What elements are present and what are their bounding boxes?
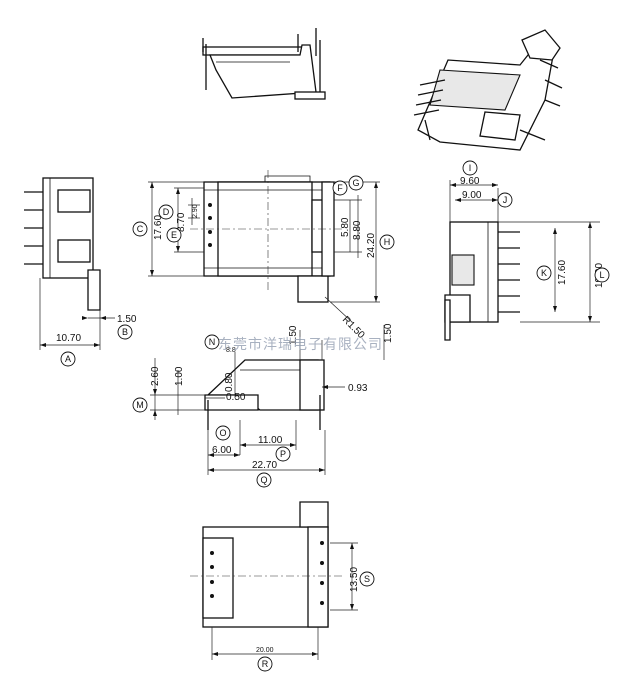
svg-text:J: J: [503, 195, 508, 205]
svg-text:P: P: [280, 449, 286, 459]
dim-8-70: 8.70: [176, 212, 187, 232]
svg-text:I: I: [469, 163, 472, 173]
svg-text:L: L: [599, 270, 604, 280]
balloon-j: J: [497, 192, 513, 208]
balloon-k: K: [536, 265, 552, 281]
dim-20-00: 20.00: [256, 647, 274, 654]
dim-22-70: 22.70: [252, 460, 277, 471]
svg-text:C: C: [137, 224, 144, 234]
dim-2-60: 2.60: [150, 366, 161, 386]
dim-5-80: 5.80: [340, 217, 351, 237]
balloon-f: F: [332, 180, 348, 196]
balloon-r: R: [257, 656, 273, 672]
balloon-e: E: [166, 227, 182, 243]
dim-1-00: 1.00: [174, 366, 185, 386]
dim-8-80: 8.80: [352, 220, 363, 240]
svg-text:N: N: [209, 337, 216, 347]
svg-text:S: S: [364, 574, 370, 584]
dim-1-50-left: 1.50: [117, 314, 137, 325]
balloon-p: P: [275, 446, 291, 462]
svg-text:O: O: [219, 428, 226, 438]
svg-text:H: H: [384, 237, 391, 247]
balloon-g: G: [348, 175, 364, 191]
dim-24-20: 24.20: [366, 233, 377, 258]
dim-13-50: 13.50: [349, 567, 360, 592]
dim-9-60: 9.60: [460, 176, 480, 187]
isometric-view: [413, 29, 563, 151]
dim-17-60-side: 17.60: [557, 260, 568, 285]
svg-text:G: G: [352, 178, 359, 188]
end-view-left: [24, 177, 115, 350]
balloon-h: H: [379, 234, 395, 250]
watermark-text: 东莞市洋瑞电子有限公司: [218, 336, 383, 353]
balloon-c: C: [132, 221, 148, 237]
balloon-b: B: [117, 324, 133, 340]
balloon-o: O: [215, 425, 231, 441]
front-view: [148, 170, 380, 323]
svg-text:K: K: [541, 268, 547, 278]
svg-text:M: M: [136, 400, 144, 410]
dim-17-60-front: 17.60: [153, 215, 164, 240]
dim-0-50: 0.50: [226, 392, 246, 403]
balloon-d: D: [158, 204, 174, 220]
dim-2-90: 2.90: [192, 204, 199, 218]
balloon-a: A: [60, 351, 76, 367]
svg-text:Q: Q: [260, 475, 267, 485]
side-view-right: [444, 180, 600, 341]
dim-9-00: 9.00: [462, 190, 482, 201]
svg-text:F: F: [337, 183, 343, 193]
svg-text:D: D: [163, 207, 170, 217]
bottom-view: [190, 501, 358, 660]
balloon-n: N: [204, 334, 220, 350]
top-side-view: [202, 28, 326, 100]
balloon-l: L: [594, 267, 610, 283]
svg-text:R: R: [262, 659, 269, 669]
svg-text:E: E: [171, 230, 177, 240]
section-view: [150, 325, 385, 475]
balloon-i: I: [462, 160, 478, 176]
svg-text:B: B: [122, 327, 128, 337]
dim-1-50-b: 1.50: [383, 323, 394, 343]
dim-0-93: 0.93: [348, 383, 368, 394]
dim-small-label: 8.8: [226, 347, 236, 354]
dim-1-50-a: 1.50: [288, 325, 299, 345]
dim-10-70: 10.70: [56, 333, 81, 344]
dim-11-00: 11.00: [258, 435, 283, 446]
dim-0-80: 0.80: [224, 372, 235, 392]
balloon-m: M: [132, 397, 148, 413]
dim-6-00: 6.00: [212, 445, 232, 456]
svg-text:A: A: [65, 354, 71, 364]
balloon-s: S: [359, 571, 375, 587]
balloon-q: Q: [256, 472, 272, 488]
